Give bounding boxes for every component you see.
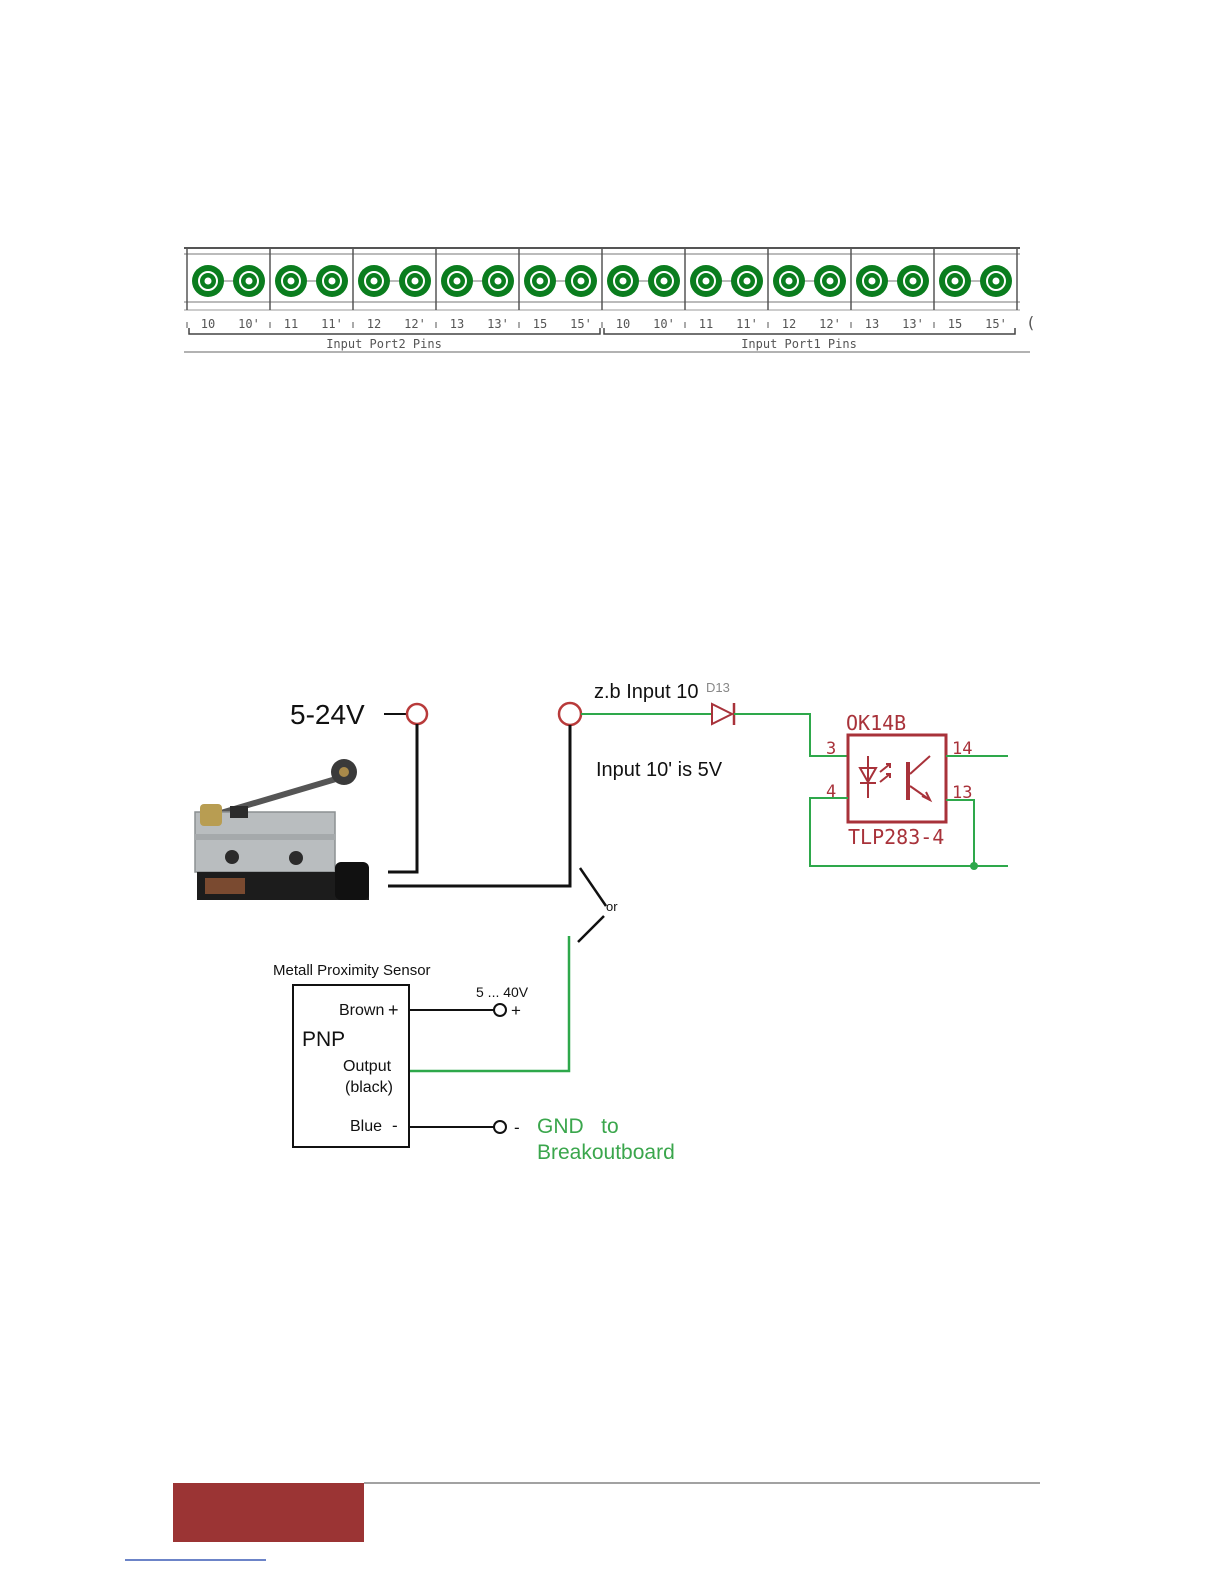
terminal-strip: 10 10' 11 11' 12 12' 13 13' 15 15' 10 10' 11 11' 12 12'… bbox=[184, 248, 1036, 352]
or-label: or bbox=[606, 899, 618, 914]
terminal-pin-label: 12 bbox=[367, 317, 381, 331]
opto-part: TLP283-4 bbox=[848, 825, 944, 849]
switch-output-wire bbox=[388, 725, 570, 886]
terminal-pin-label: 15 bbox=[948, 317, 962, 331]
terminal-pin-label: 15' bbox=[570, 317, 592, 331]
microswitch-icon bbox=[195, 759, 369, 900]
terminal-pin-label: 10 bbox=[616, 317, 630, 331]
diode-ref: D13 bbox=[706, 680, 730, 695]
terminal-screw-center bbox=[246, 278, 253, 285]
input-terminal bbox=[559, 703, 581, 725]
input-note: Input 10' is 5V bbox=[596, 759, 723, 781]
terminal-pin-label: 13 bbox=[450, 317, 464, 331]
terminal-screw-center bbox=[827, 278, 834, 285]
terminal-screw-center bbox=[786, 278, 793, 285]
gnd-label-line2: Breakoutboard bbox=[537, 1141, 675, 1164]
terminal-screw-center bbox=[869, 278, 876, 285]
terminal-screw-center bbox=[371, 278, 378, 285]
terminal-screw-center bbox=[661, 278, 668, 285]
sensor-type: PNP bbox=[302, 1028, 345, 1051]
sensor-output-wire bbox=[410, 936, 569, 1071]
page-footer bbox=[125, 1483, 1040, 1560]
supply-minus-sign: - bbox=[514, 1118, 520, 1137]
voltage-label: 5-24V bbox=[290, 699, 365, 730]
opto-out-13-wire bbox=[946, 800, 974, 866]
terminal-screw-center bbox=[910, 278, 917, 285]
input-label: z.b Input 10 bbox=[594, 681, 699, 703]
diode-icon bbox=[712, 703, 734, 725]
sensor-brown-label: Brown bbox=[339, 1002, 384, 1019]
terminal-screw-center bbox=[495, 278, 502, 285]
terminal-pin-label: 13' bbox=[902, 317, 924, 331]
terminal-pin-label: 11 bbox=[284, 317, 298, 331]
sensor-output-label: Output bbox=[343, 1058, 392, 1075]
terminal-pin-label: 10' bbox=[238, 317, 260, 331]
terminal-pin-label: 10' bbox=[653, 317, 675, 331]
terminal-screw-center bbox=[620, 278, 627, 285]
terminal-pin-label: 13 bbox=[865, 317, 879, 331]
terminal-pin-label: 12 bbox=[782, 317, 796, 331]
terminal-screw-center bbox=[454, 278, 461, 285]
wiring-diagram: 5-24V z.b Input 10 D13 Input 10' is 5V O… bbox=[195, 680, 1008, 1164]
opto-pin-3: 3 bbox=[826, 739, 836, 759]
selector-upper-contact bbox=[580, 868, 606, 906]
sensor-output-color: (black) bbox=[345, 1079, 393, 1096]
terminal-screw-center bbox=[993, 278, 1000, 285]
supply-voltage-label: 5 ... 40V bbox=[476, 984, 529, 1000]
voltage-terminal bbox=[407, 704, 427, 724]
terminal-screw-center bbox=[288, 278, 295, 285]
footer-color-bar bbox=[173, 1483, 364, 1542]
terminal-pin-label: 15 bbox=[533, 317, 547, 331]
terminal-pin-label: 12' bbox=[404, 317, 426, 331]
sensor-minus-terminal bbox=[494, 1121, 506, 1133]
terminal-pin-label: 11' bbox=[321, 317, 343, 331]
terminal-pin-label: 11 bbox=[699, 317, 713, 331]
terminal-pin-label: 11' bbox=[736, 317, 758, 331]
switch-supply-wire bbox=[388, 724, 417, 872]
sensor-title: Metall Proximity Sensor bbox=[273, 962, 431, 979]
terminal-pin-label: 15' bbox=[985, 317, 1007, 331]
terminal-screw-center bbox=[952, 278, 959, 285]
terminal-pin-label: 13' bbox=[487, 317, 509, 331]
opto-led-icon bbox=[860, 756, 890, 798]
port1-label: Input Port1 Pins bbox=[741, 337, 857, 351]
terminal-pin-label: 12' bbox=[819, 317, 841, 331]
terminal-screw-center bbox=[205, 278, 212, 285]
port2-label: Input Port2 Pins bbox=[326, 337, 442, 351]
terminal-screw-center bbox=[578, 278, 585, 285]
opto-transistor-icon bbox=[908, 756, 930, 800]
terminal-screw-center bbox=[412, 278, 419, 285]
terminal-screw-center bbox=[744, 278, 751, 285]
sensor-plus-label: + bbox=[388, 1000, 399, 1020]
opto-body bbox=[848, 735, 946, 822]
ground-junction-dot bbox=[970, 862, 978, 870]
sensor-minus-label: - bbox=[392, 1116, 398, 1135]
supply-plus-sign: + bbox=[511, 1001, 521, 1020]
terminal-screw-center bbox=[703, 278, 710, 285]
terminal-screw-center bbox=[329, 278, 336, 285]
sensor-blue-label: Blue bbox=[350, 1118, 382, 1135]
sensor-plus-terminal bbox=[494, 1004, 506, 1016]
terminal-screw-center bbox=[537, 278, 544, 285]
selector-lower-contact bbox=[578, 916, 604, 942]
opto-name: OK14B bbox=[846, 711, 906, 735]
strip-end-bracket: ( bbox=[1026, 313, 1036, 332]
terminal-pin-label: 10 bbox=[201, 317, 215, 331]
gnd-label-line1: GND to bbox=[537, 1115, 619, 1138]
